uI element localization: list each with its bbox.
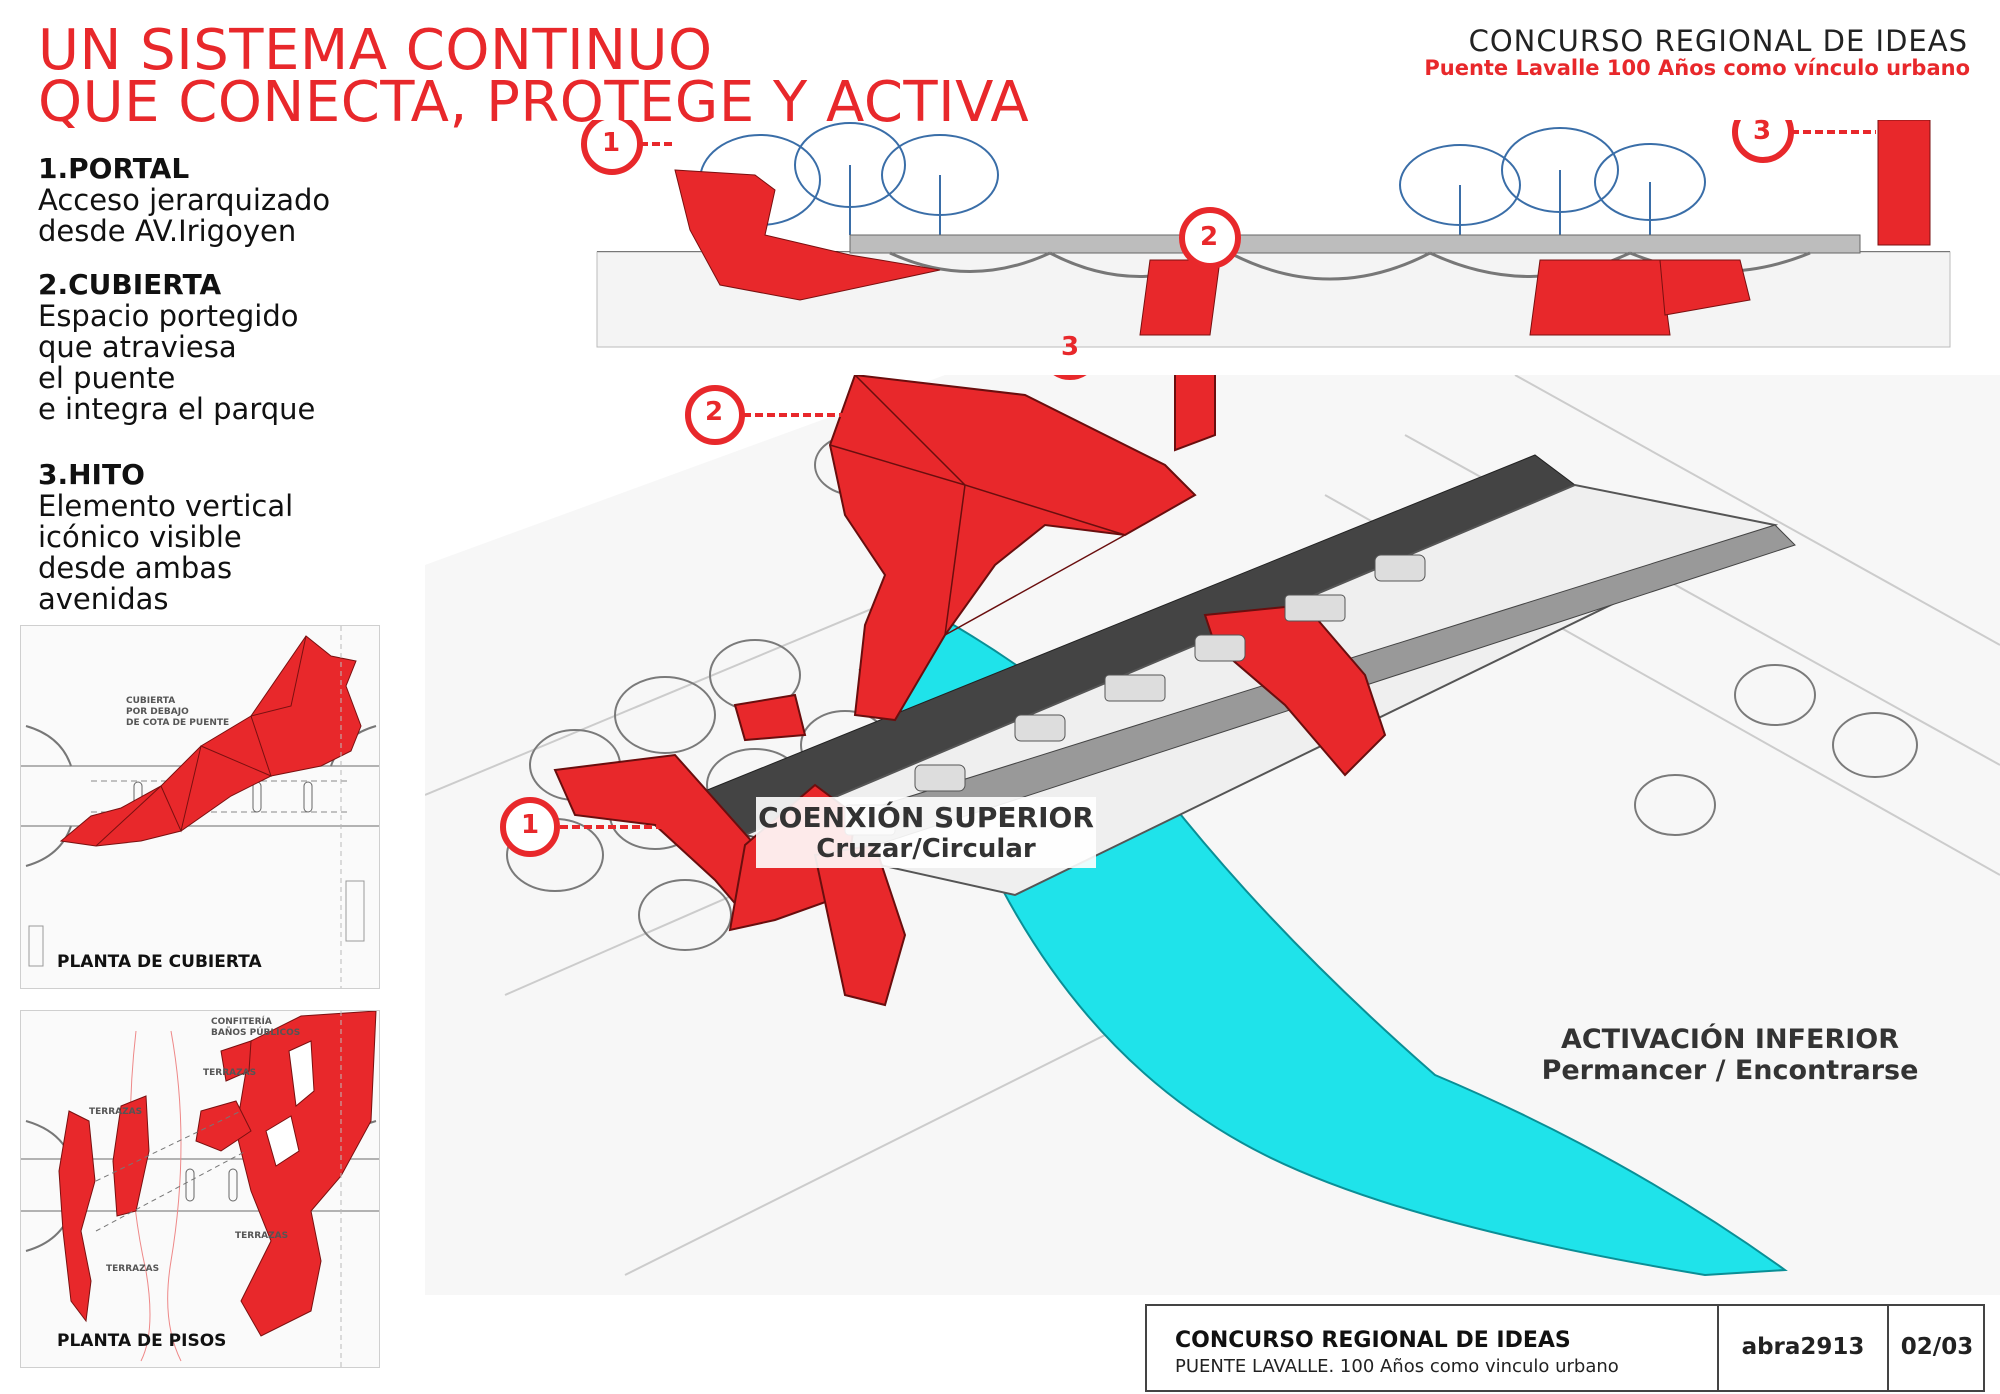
marker-3-axon: 3 bbox=[1061, 332, 1080, 362]
section-portal-text: Acceso jerarquizado desde AV.Irigoyen bbox=[38, 183, 331, 248]
label-superior-line2: Cruzar/Circular bbox=[816, 834, 1036, 864]
plan-roof-note: CUBIERTA POR DEBAJO DE COTA DE PUENTE bbox=[126, 696, 230, 728]
marker-3-elevation: 3 bbox=[1753, 116, 1772, 146]
footer-code: abra2913 bbox=[1741, 1334, 1865, 1360]
footer-page-cell: 02/03 bbox=[1887, 1306, 1985, 1390]
plan-floors-note-terrazas-3: TERRAZAS bbox=[235, 1231, 289, 1241]
label-superior-line1: COENXIÓN SUPERIOR bbox=[758, 801, 1094, 834]
footer-subtitle: PUENTE LAVALLE. 100 Años como vinculo ur… bbox=[1175, 1356, 1619, 1377]
competition-subtitle: Puente Lavalle 100 Años como vínculo urb… bbox=[1424, 56, 1970, 80]
plan-roof-panel: CUBIERTA POR DEBAJO DE COTA DE PUENTE PL… bbox=[20, 625, 380, 989]
axonometric-drawing: 3 2 1 bbox=[424, 298, 2000, 1295]
marker-2-axon: 2 bbox=[705, 397, 724, 427]
footer-code-cell: abra2913 bbox=[1717, 1306, 1887, 1390]
marker-1-elevation: 1 bbox=[602, 128, 621, 158]
label-inferior-line2: Permancer / Encontrarse bbox=[1541, 1055, 1919, 1086]
title-line-1: UN SISTEMA CONTINUO bbox=[38, 18, 713, 83]
axonometric-svg bbox=[424, 298, 2000, 1295]
marker-1-axon: 1 bbox=[521, 810, 540, 840]
section-hito: 3.HITO Elemento vertical icónico visible… bbox=[38, 458, 418, 615]
section-cubierta-heading: 2.CUBIERTA bbox=[38, 268, 222, 301]
plan-floors-panel: CONFITERÍA BAÑOS PÚBLICOS TERRAZAS TERRA… bbox=[20, 1010, 380, 1368]
plan-floors-note-terrazas-1: TERRAZAS bbox=[203, 1068, 257, 1078]
elevation-svg bbox=[581, 101, 1951, 348]
label-inferior-line1: ACTIVACIÓN INFERIOR bbox=[1560, 1024, 1900, 1055]
footer-title: CONCURSO REGIONAL DE IDEAS bbox=[1175, 1328, 1571, 1353]
plan-roof-drawing bbox=[21, 626, 379, 988]
label-inferior: ACTIVACIÓN INFERIOR Permancer / Encontra… bbox=[1540, 1020, 1920, 1090]
section-portal: 1.PORTAL Acceso jerarquizado desde AV.Ir… bbox=[38, 152, 418, 247]
footer-page: 02/03 bbox=[1900, 1334, 1974, 1360]
plan-floors-note-confiteria: CONFITERÍA BAÑOS PÚBLICOS bbox=[211, 1017, 301, 1038]
competition-title: CONCURSO REGIONAL DE IDEAS bbox=[1468, 24, 1968, 58]
title-line-2: QUE CONECTA, PROTEGE Y ACTIVA bbox=[38, 70, 1030, 135]
footer-box: CONCURSO REGIONAL DE IDEAS PUENTE LAVALL… bbox=[1145, 1304, 1985, 1392]
plan-floors-label: PLANTA DE PISOS bbox=[57, 1331, 227, 1351]
elevation-drawing: 1 2 3 bbox=[580, 101, 1960, 360]
plan-floors-drawing bbox=[21, 1010, 379, 1367]
section-cubierta-text: Espacio portegido que atraviesa el puent… bbox=[38, 299, 316, 426]
section-portal-heading: 1.PORTAL bbox=[38, 152, 190, 185]
section-cubierta: 2.CUBIERTA Espacio portegido que atravie… bbox=[38, 268, 418, 425]
label-superior: COENXIÓN SUPERIOR Cruzar/Circular bbox=[756, 797, 1096, 868]
section-hito-text: Elemento vertical icónico visible desde … bbox=[38, 489, 294, 616]
section-hito-heading: 3.HITO bbox=[38, 458, 145, 491]
marker-2-elevation: 2 bbox=[1200, 222, 1219, 252]
plan-floors-note-terrazas-2: TERRAZAS bbox=[89, 1107, 143, 1117]
plan-floors-note-terrazas-4: TERRAZAS bbox=[106, 1264, 160, 1274]
plan-roof-label: PLANTA DE CUBIERTA bbox=[57, 952, 262, 972]
